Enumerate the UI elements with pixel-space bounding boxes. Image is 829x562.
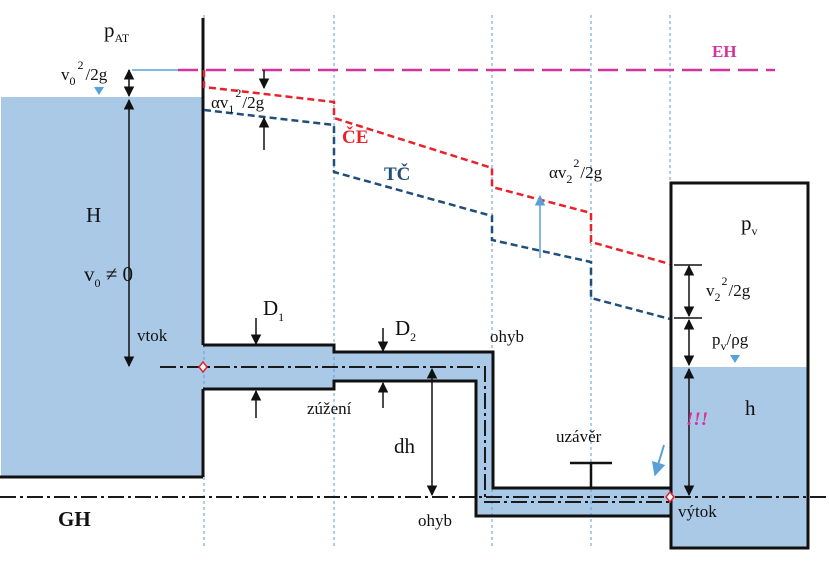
vertical-guide-lines — [203, 15, 671, 548]
label-D2: D2 — [395, 316, 416, 344]
label-uzaver: uzávěr — [556, 427, 602, 446]
label-h: h — [745, 396, 756, 420]
label-vytok: výtok — [678, 502, 717, 521]
label-v0-nonzero: v0 ≠ 0 — [84, 262, 133, 290]
label-eh: EH — [712, 42, 737, 61]
left-reservoir-water — [1, 97, 203, 477]
valve-icon — [570, 461, 612, 487]
dimension-arrows — [123, 68, 702, 497]
label-alpha-v2-head: αv22/2g — [549, 156, 603, 186]
label-ohyb-top: ohyb — [490, 327, 524, 346]
label-zuzeni: zúžení — [307, 399, 352, 418]
label-p-at: pAT — [104, 18, 130, 45]
label-pv-rho-g: pv/ρg — [712, 330, 749, 353]
label-tc: TČ — [384, 163, 410, 185]
junction-dots — [198, 360, 675, 504]
label-vtok: vtok — [137, 326, 168, 345]
label-ce: ČE — [342, 126, 368, 148]
energy-line — [202, 70, 671, 266]
label-exclaim: !!! — [686, 409, 708, 430]
water-level-marker-right — [730, 355, 740, 363]
label-pv: pv — [741, 211, 758, 238]
label-v0-head: v02/2g — [61, 58, 108, 88]
label-alpha-v1-head: αv12/2g — [211, 86, 265, 116]
pipe-axis — [160, 366, 671, 503]
label-H: H — [86, 203, 101, 227]
water-level-marker-left — [94, 87, 104, 95]
label-GH: GH — [58, 507, 91, 531]
outflow-pointer — [651, 444, 666, 477]
label-dh: dh — [394, 434, 416, 458]
label-D1: D1 — [263, 296, 284, 324]
label-v2-head: v22/2g — [706, 274, 751, 304]
pipe-walls — [203, 343, 671, 518]
piezometric-line — [203, 108, 671, 321]
label-ohyb-bottom: ohyb — [418, 511, 452, 530]
